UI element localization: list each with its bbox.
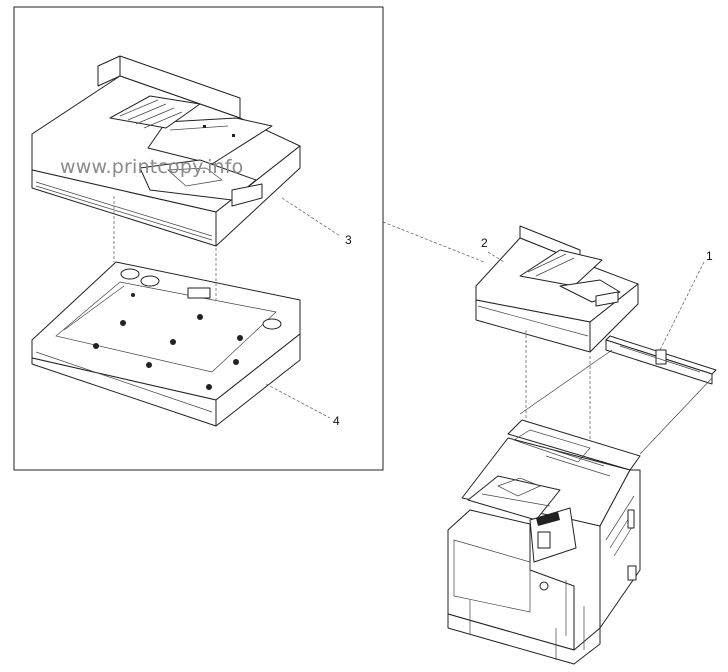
detail-inset-frame	[13, 6, 384, 471]
inset-leader-line	[382, 221, 485, 263]
leader-3	[281, 197, 341, 237]
alignment-line	[519, 349, 613, 415]
alignment-line	[639, 377, 713, 455]
leader-4	[265, 383, 331, 419]
leader-1	[659, 261, 705, 351]
callout-1: 1	[706, 249, 713, 263]
watermark-text: www.printcopy.info	[60, 156, 244, 178]
printer-main-body	[447, 419, 641, 665]
callout-2: 2	[481, 236, 488, 250]
part-1-rail-bracket	[605, 335, 717, 385]
leader-2	[487, 251, 505, 263]
part-3-document-feeder	[31, 55, 301, 247]
part-2-scanner-assembly	[475, 225, 639, 353]
part-4-scanner-base	[31, 261, 301, 427]
callout-4: 4	[333, 414, 340, 428]
callout-3: 3	[345, 233, 352, 247]
